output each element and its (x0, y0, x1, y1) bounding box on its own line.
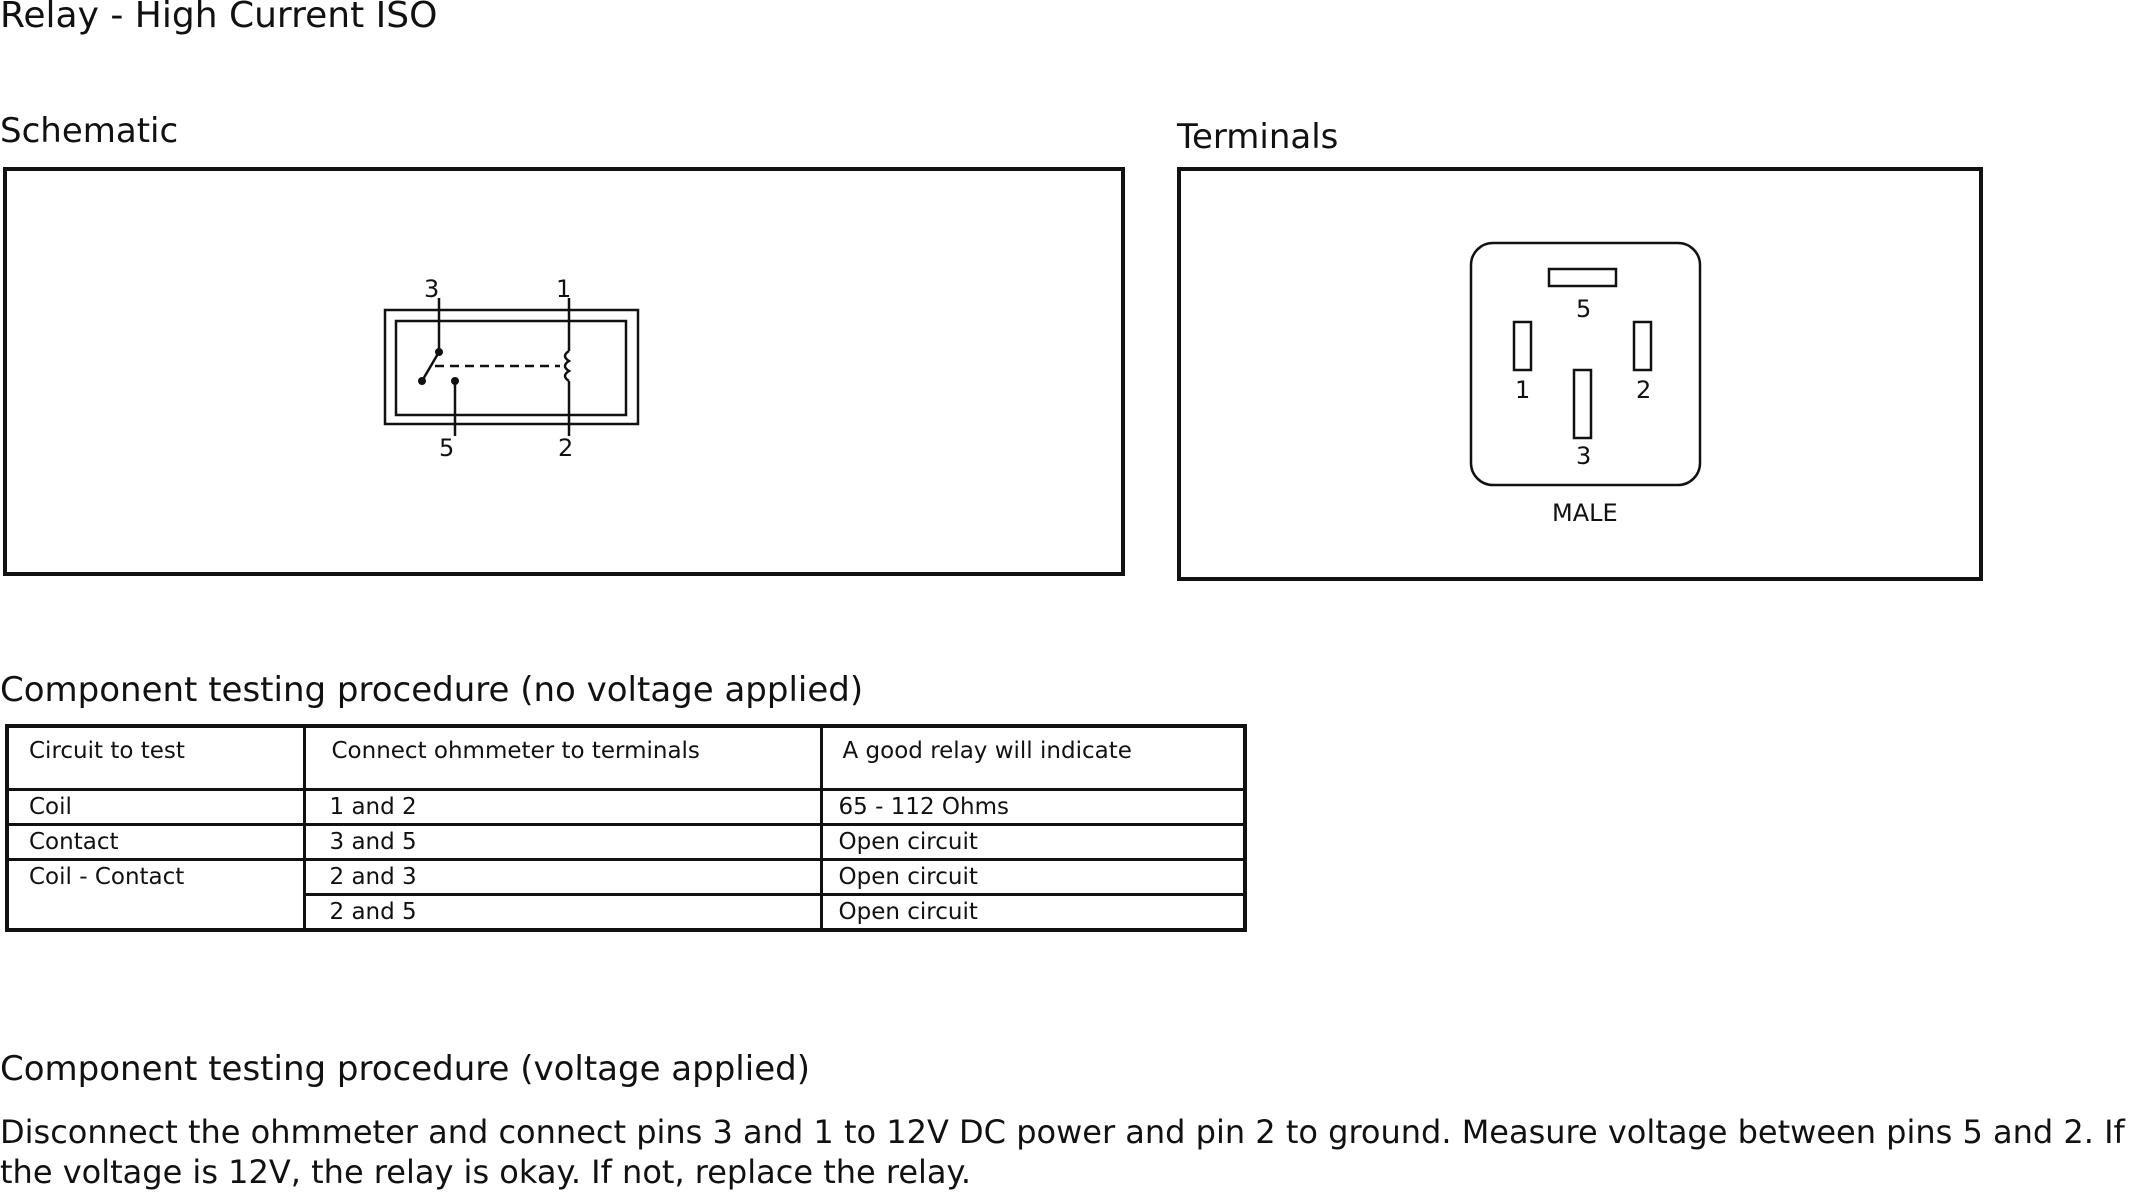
schematic-pin-label: 2 (558, 434, 573, 462)
terminal-label: 1 (1515, 376, 1530, 404)
table-cell: 3 and 5 (302, 823, 823, 861)
schematic-pin-label: 3 (424, 275, 439, 303)
switch-arm (420, 351, 441, 382)
schematic-pin-label: 5 (439, 434, 454, 462)
table-cell: Open circuit (819, 893, 1247, 932)
table-cell: 65 - 112 Ohms (819, 788, 1247, 826)
schematic-outer-box (383, 308, 640, 426)
test-no-voltage-heading: Component testing procedure (no voltage … (0, 670, 864, 710)
table-row: Coil 1 and 2 65 - 112 Ohms (5, 788, 1247, 826)
schematic-panel: 3 1 5 2 (3, 167, 1125, 576)
terminal-label: 5 (1576, 295, 1591, 323)
table-cell: Contact (5, 823, 306, 861)
test-voltage-heading: Component testing procedure (voltage app… (0, 1049, 810, 1089)
terminal-2-blade (1632, 320, 1653, 372)
terminal-label: 2 (1636, 376, 1651, 404)
table-cell: 1 and 2 (302, 788, 823, 826)
ohmmeter-test-table: Circuit to test Connect ohmmeter to term… (5, 724, 1247, 932)
table-cell: 2 and 5 (302, 893, 823, 932)
test-voltage-instructions: Disconnect the ohmmeter and connect pins… (0, 1113, 2125, 1191)
table-row: 2 and 5 Open circuit (7, 893, 1247, 932)
table-cell: 2 and 3 (302, 858, 823, 896)
schematic-pin-label: 1 (556, 275, 571, 303)
table-cell: Coil - Contact (5, 858, 306, 932)
terminal-label: 3 (1576, 442, 1591, 470)
table-cell: Open circuit (819, 823, 1247, 861)
terminal-3-blade (1572, 368, 1593, 440)
column-header: A good relay will indicate (819, 724, 1247, 791)
page-title: Relay - High Current ISO (0, 0, 438, 36)
terminal-1-blade (1512, 320, 1533, 372)
table-header-row: Circuit to test Connect ohmmeter to term… (5, 724, 1247, 791)
connector-type-label: MALE (1552, 499, 1618, 527)
connector-diagram: 5 1 2 3 MALE (1469, 241, 1702, 527)
schematic-heading: Schematic (0, 111, 179, 151)
connector-body (1469, 241, 1702, 487)
terminal-5-blade (1547, 267, 1618, 288)
terminals-heading: Terminals (1177, 117, 1339, 157)
coil-icon (563, 349, 572, 383)
column-header: Connect ohmmeter to terminals (302, 724, 823, 791)
table-cell: Coil (5, 788, 306, 826)
terminals-panel: 5 1 2 3 MALE (1177, 167, 1983, 581)
column-header: Circuit to test (5, 724, 306, 791)
table-row: Coil - Contact 2 and 3 Open circuit (5, 858, 1247, 932)
schematic-inner-box (394, 319, 628, 417)
table-row: Contact 3 and 5 Open circuit (5, 823, 1247, 861)
relay-schematic-diagram: 3 1 5 2 (383, 275, 640, 462)
table-cell: Open circuit (819, 858, 1247, 896)
